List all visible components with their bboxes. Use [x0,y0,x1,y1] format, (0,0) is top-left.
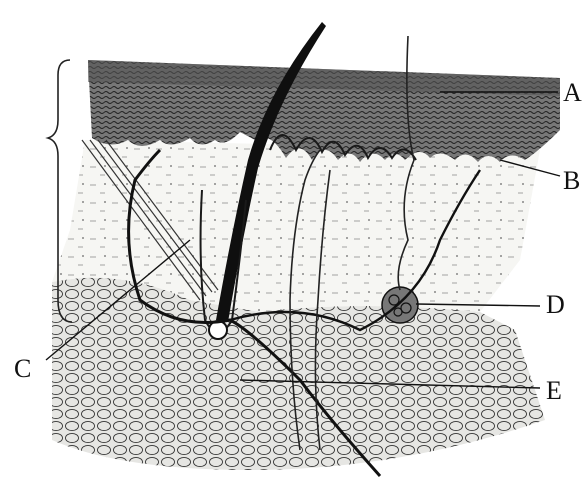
label-c: C [14,356,31,382]
label-a: A [563,80,582,106]
sweat-gland [382,287,418,323]
label-e: E [546,378,562,404]
label-b: B [563,168,580,194]
label-d: D [546,292,565,318]
